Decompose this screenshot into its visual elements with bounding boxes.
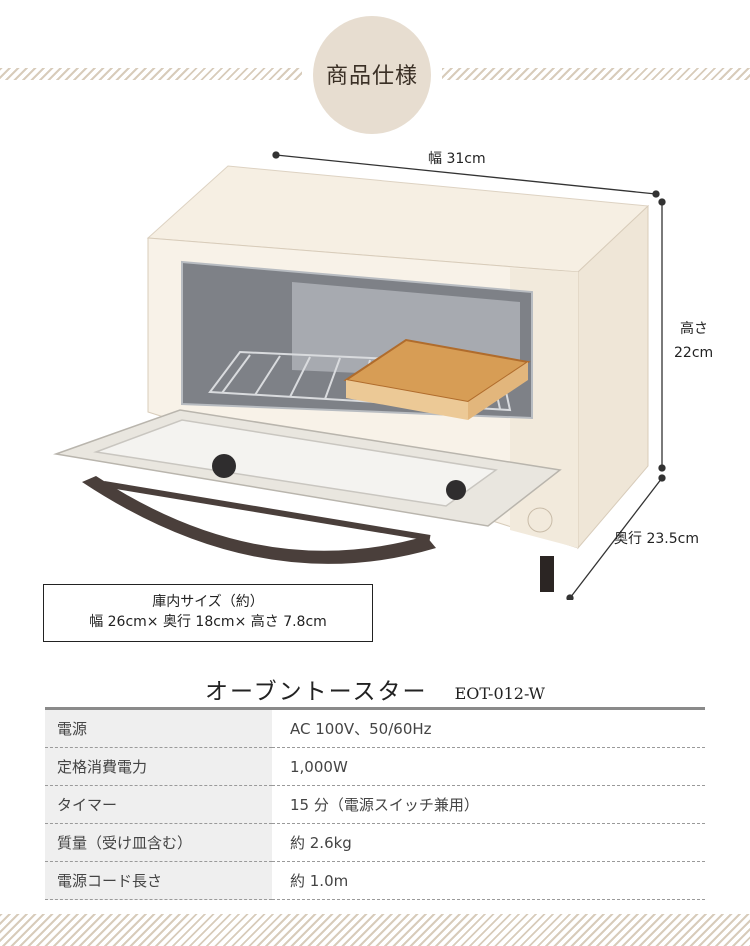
depth-dimension-line: [566, 474, 666, 600]
spec-row-timer: タイマー 15 分（電源スイッチ兼用）: [45, 785, 705, 824]
width-dimension-label: 幅 31cm: [428, 151, 486, 167]
product-model: EOT-012-W: [454, 684, 545, 703]
toast-slice: [343, 338, 531, 420]
page-title: 商品仕様: [325, 64, 418, 89]
height-dimension-value: 22cm: [674, 345, 714, 361]
header-stripe-right: [442, 68, 750, 80]
footer-stripe: [0, 914, 750, 946]
spec-row-power: 電源 AC 100V、50/60Hz: [45, 710, 705, 748]
spec-value: 約 1.0m: [272, 861, 705, 900]
door-handle: [82, 476, 436, 564]
door-glass: [93, 419, 498, 507]
interior-size-values: 幅 26cm× 奥行 18cm× 高さ 7.8cm: [89, 614, 327, 630]
handle-bar: [103, 481, 431, 541]
spec-row-wattage: 定格消費電力 1,000W: [45, 747, 705, 786]
spec-label: タイマー: [45, 785, 272, 824]
title-badge: [313, 16, 431, 134]
depth-dimension-label: 奥行 23.5cm: [614, 531, 699, 547]
height-dimension-label: 高さ: [680, 321, 708, 337]
spec-value: 1,000W: [272, 747, 705, 786]
product-name: オーブントースター: [205, 679, 428, 705]
spec-value: 15 分（電源スイッチ兼用）: [272, 785, 705, 824]
door-hinge-left: [212, 454, 236, 478]
product-heading: オーブントースター EOT-012-W: [0, 672, 750, 706]
spec-value: 約 2.6kg: [272, 823, 705, 862]
oven-foot: [540, 556, 554, 592]
timer-knob-icon: [527, 507, 553, 533]
width-dimension-line: [272, 151, 660, 198]
height-dimension-line: [658, 198, 666, 472]
spec-label: 質量（受け皿含む）: [45, 823, 272, 862]
spec-label: 電源コード長さ: [45, 861, 272, 900]
interior-size-box: 庫内サイズ（約） 幅 26cm× 奥行 18cm× 高さ 7.8cm: [43, 584, 373, 642]
spec-label: 定格消費電力: [45, 747, 272, 786]
spec-row-cord: 電源コード長さ 約 1.0m: [45, 861, 705, 900]
header-stripe-left: [0, 68, 302, 80]
interior-size-title: 庫内サイズ（約）: [152, 594, 264, 610]
spec-value: AC 100V、50/60Hz: [272, 710, 705, 748]
spec-row-weight: 質量（受け皿含む） 約 2.6kg: [45, 823, 705, 862]
toaster-oven-illustration: [53, 151, 666, 600]
spec-table: 電源 AC 100V、50/60Hz 定格消費電力 1,000W タイマー 15…: [45, 710, 705, 900]
spec-table-top-rule: [45, 707, 705, 710]
spec-label: 電源: [45, 710, 272, 748]
door-hinge-right: [446, 480, 466, 500]
